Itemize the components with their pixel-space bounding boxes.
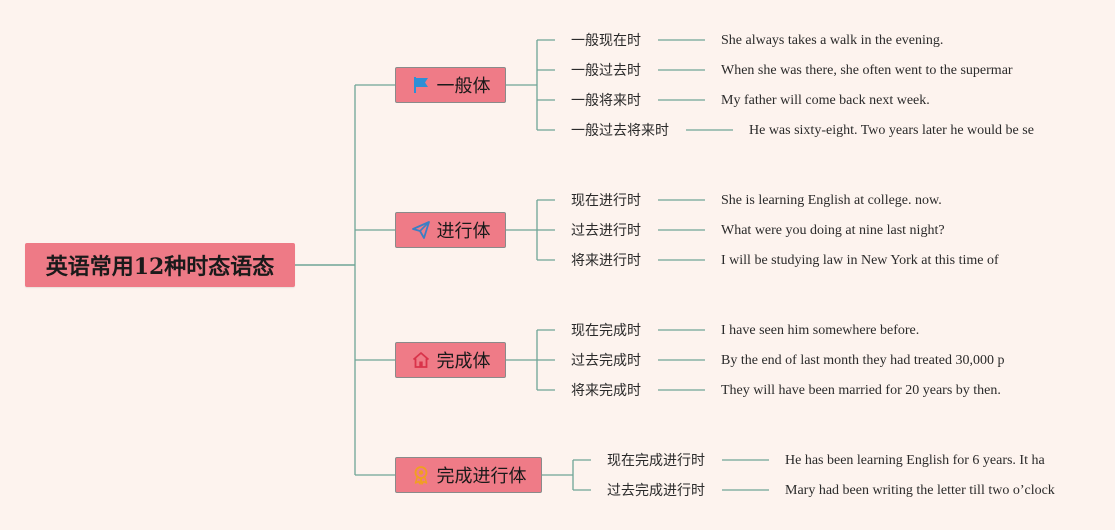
example-sentence[interactable]: He was sixty-eight. Two years later he w… — [749, 123, 1034, 138]
tense-label[interactable]: 一般过去时 — [571, 63, 641, 79]
branch-node-progressive-aspect[interactable]: 进行体 — [395, 212, 506, 248]
example-sentence[interactable]: She is learning English at college. now. — [721, 193, 942, 208]
tense-label[interactable]: 将来完成时 — [571, 383, 641, 399]
tense-label[interactable]: 现在完成时 — [571, 323, 641, 339]
tense-label[interactable]: 将来进行时 — [571, 253, 641, 269]
tense-label[interactable]: 一般过去将来时 — [571, 123, 669, 139]
tense-label[interactable]: 一般将来时 — [571, 93, 641, 109]
example-sentence[interactable]: Mary had been writing the letter till tw… — [785, 483, 1055, 498]
award-ribbon-icon — [411, 465, 431, 485]
example-sentence[interactable]: What were you doing at nine last night? — [721, 223, 945, 238]
house-icon — [411, 350, 431, 370]
example-sentence[interactable]: When she was there, she often went to th… — [721, 63, 1013, 78]
example-sentence[interactable]: I will be studying law in New York at th… — [721, 253, 999, 268]
tense-label[interactable]: 过去完成时 — [571, 353, 641, 369]
example-sentence[interactable]: I have seen him somewhere before. — [721, 323, 920, 338]
branch-label: 完成进行体 — [436, 466, 527, 487]
example-sentence[interactable]: By the end of last month they had treate… — [721, 353, 1005, 368]
flag-icon — [411, 75, 431, 95]
branch-node-simple-aspect[interactable]: 一般体 — [395, 67, 506, 103]
example-sentence[interactable]: My father will come back next week. — [721, 93, 930, 108]
tense-label[interactable]: 过去进行时 — [571, 223, 641, 239]
root-topic[interactable]: 英语常用12种时态语态 — [25, 243, 295, 287]
example-sentence[interactable]: She always takes a walk in the evening. — [721, 33, 944, 48]
example-sentence[interactable]: They will have been married for 20 years… — [721, 383, 1001, 398]
branch-label: 进行体 — [436, 221, 491, 242]
branch-label: 一般体 — [436, 76, 491, 97]
branch-node-perfect-aspect[interactable]: 完成体 — [395, 342, 506, 378]
paper-plane-icon — [411, 220, 431, 240]
tense-label[interactable]: 现在进行时 — [571, 193, 641, 209]
branch-node-perfect-progressive-aspect[interactable]: 完成进行体 — [395, 457, 542, 493]
branch-label: 完成体 — [436, 351, 491, 372]
example-sentence[interactable]: He has been learning English for 6 years… — [785, 453, 1045, 468]
tense-label[interactable]: 过去完成进行时 — [607, 483, 705, 499]
tense-label[interactable]: 现在完成进行时 — [607, 453, 705, 469]
tense-label[interactable]: 一般现在时 — [571, 33, 641, 49]
